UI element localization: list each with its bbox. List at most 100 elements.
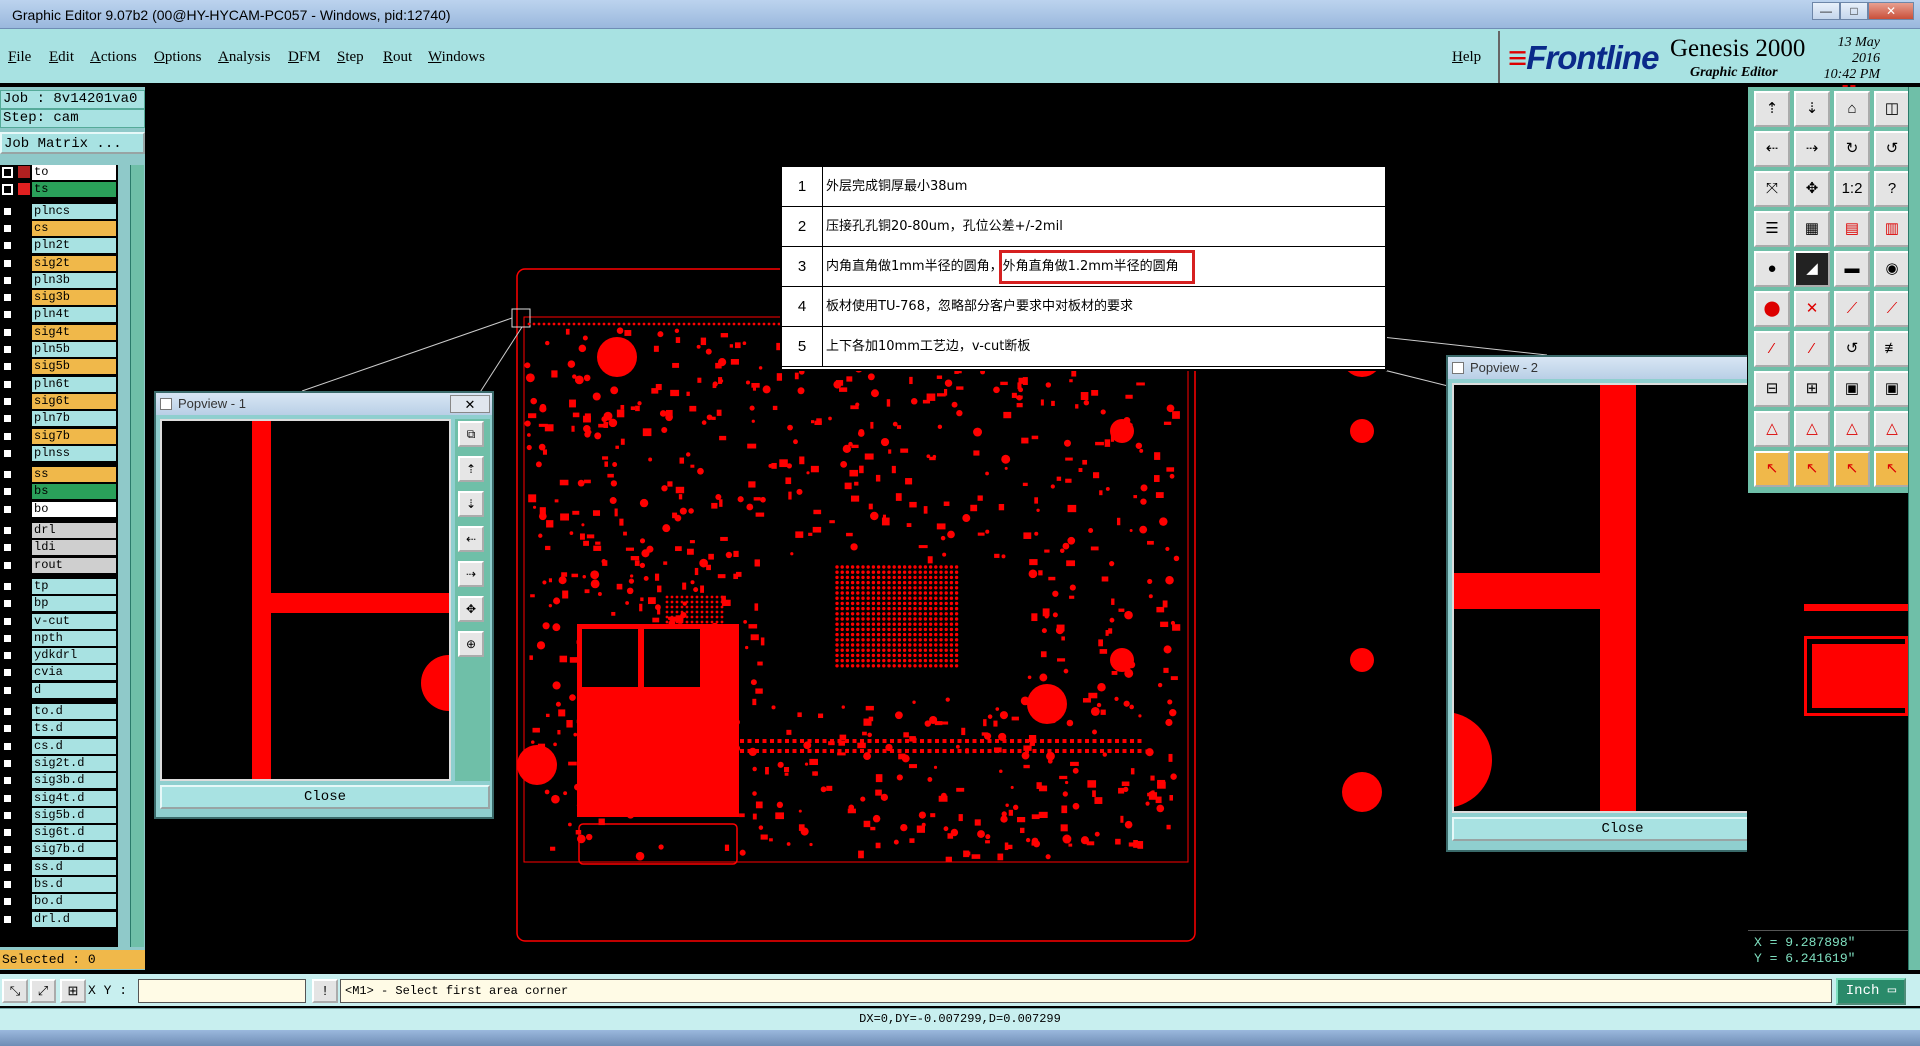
layer-checkbox[interactable] <box>2 827 13 839</box>
layer-name[interactable]: plnss <box>32 445 116 461</box>
graphic-canvas[interactable]: 1 外层完成铜厚最小38um 2 压接孔孔铜20-80um，孔位公差+/-2mi… <box>147 87 1747 970</box>
layer-checkbox[interactable] <box>2 757 13 769</box>
palette-tool-36-icon[interactable]: △ <box>1874 411 1910 447</box>
layer-checkbox[interactable] <box>2 486 13 498</box>
layer-row[interactable]: pln7b <box>0 411 118 427</box>
layer-row[interactable]: tp <box>0 578 118 594</box>
layer-checkbox[interactable] <box>2 844 13 856</box>
minimize-button[interactable]: — <box>1812 2 1840 20</box>
menu-dfm[interactable]: DFM <box>288 49 321 65</box>
layer-name[interactable]: sig5b.d <box>32 807 116 823</box>
layer-checkbox[interactable] <box>2 861 13 873</box>
menu-edit[interactable]: Edit <box>49 49 75 65</box>
layer-name[interactable]: plncs <box>32 203 116 219</box>
palette-tool-7-icon[interactable]: ↻ <box>1834 131 1870 167</box>
layer-name[interactable]: pln3b <box>32 272 116 288</box>
menu-windows[interactable]: Windows <box>428 49 485 65</box>
palette-tool-6-icon[interactable]: ⇢ <box>1794 131 1830 167</box>
palette-tool-28-icon[interactable]: ≢ <box>1874 331 1910 367</box>
layer-name[interactable]: sig3b.d <box>32 773 116 789</box>
layer-name[interactable]: sig2t <box>32 255 116 271</box>
palette-tool-12-icon[interactable]: ? <box>1874 171 1910 207</box>
popview-1-close-button[interactable]: Close <box>160 785 490 809</box>
palette-tool-1-icon[interactable]: ⇡ <box>1754 91 1790 127</box>
layer-checkbox[interactable] <box>2 809 13 821</box>
layer-row[interactable]: pln3b <box>0 272 118 288</box>
pcb-board-view[interactable] <box>147 87 1747 970</box>
layer-list-scrollbar[interactable] <box>130 165 144 947</box>
layer-row[interactable]: drl.d <box>0 911 118 927</box>
layer-row[interactable]: ss <box>0 467 118 483</box>
palette-tool-37-icon[interactable]: ↖ <box>1754 451 1790 487</box>
layer-checkbox[interactable] <box>2 184 13 196</box>
popview-tool-4[interactable]: ⇠ <box>458 526 484 552</box>
layer-row[interactable]: cvia <box>0 665 118 681</box>
layer-row[interactable]: pln6t <box>0 376 118 392</box>
layer-row[interactable]: bo <box>0 501 118 517</box>
palette-tool-31-icon[interactable]: ▣ <box>1834 371 1870 407</box>
layer-name[interactable]: pln7b <box>32 411 116 427</box>
palette-tool-24-icon[interactable]: ⟋ <box>1874 291 1910 327</box>
layer-checkbox[interactable] <box>2 580 13 592</box>
layer-row[interactable]: cs.d <box>0 738 118 754</box>
layer-row[interactable]: sig3b <box>0 290 118 306</box>
palette-tool-35-icon[interactable]: △ <box>1834 411 1870 447</box>
menu-actions[interactable]: Actions <box>90 49 137 65</box>
layer-checkbox[interactable] <box>2 775 13 787</box>
layer-checkbox[interactable] <box>2 615 13 627</box>
layer-row[interactable]: sig4t <box>0 324 118 340</box>
layer-checkbox[interactable] <box>2 879 13 890</box>
palette-tool-26-icon[interactable]: ⁄ <box>1794 331 1830 367</box>
palette-tool-11-icon[interactable]: 1:2 <box>1834 171 1870 207</box>
maximize-button[interactable]: □ <box>1840 2 1868 20</box>
layer-row[interactable]: sig6t.d <box>0 825 118 841</box>
right-scrollbar[interactable] <box>1908 87 1920 970</box>
palette-tool-9-icon[interactable]: ⤧ <box>1754 171 1790 207</box>
layer-name[interactable]: sig2t.d <box>32 755 116 771</box>
palette-tool-39-icon[interactable]: ↖ <box>1834 451 1870 487</box>
layer-checkbox[interactable] <box>2 740 13 752</box>
layer-name[interactable]: sig5b <box>32 359 116 375</box>
palette-tool-15-icon[interactable]: ▤ <box>1834 211 1870 247</box>
layer-name[interactable]: rout <box>32 557 116 573</box>
layer-checkbox[interactable] <box>2 167 13 178</box>
popview-2-titlebar[interactable]: Popview - 2 <box>1448 357 1747 379</box>
layer-row[interactable]: sig6t <box>0 393 118 409</box>
palette-tool-13-icon[interactable]: ☰ <box>1754 211 1790 247</box>
layer-name[interactable]: bo <box>32 501 116 517</box>
menu-help[interactable]: Help <box>1452 49 1482 65</box>
layer-name[interactable]: pln4t <box>32 307 116 323</box>
layer-checkbox[interactable] <box>2 413 13 425</box>
layer-checkbox[interactable] <box>2 447 13 459</box>
layer-row[interactable]: sig2t <box>0 255 118 271</box>
layer-row[interactable]: sig7b <box>0 428 118 444</box>
menu-file[interactable]: File <box>8 49 32 65</box>
palette-tool-40-icon[interactable]: ↖ <box>1874 451 1910 487</box>
xy-input[interactable] <box>138 979 306 1003</box>
layer-checkbox[interactable] <box>2 684 13 696</box>
palette-tool-20-icon[interactable]: ◉ <box>1874 251 1910 287</box>
palette-tool-33-icon[interactable]: △ <box>1754 411 1790 447</box>
layer-row[interactable]: sig5b <box>0 359 118 375</box>
layer-row[interactable]: plncs <box>0 203 118 219</box>
layer-checkbox[interactable] <box>2 559 13 571</box>
palette-tool-29-icon[interactable]: ⊟ <box>1754 371 1790 407</box>
layer-name[interactable]: ss <box>32 467 116 483</box>
layer-name[interactable]: bs.d <box>32 877 116 892</box>
layer-row[interactable]: v-cut <box>0 613 118 629</box>
palette-tool-22-icon[interactable]: ✕ <box>1794 291 1830 327</box>
layer-row[interactable]: cs <box>0 220 118 236</box>
layer-checkbox[interactable] <box>2 632 13 644</box>
menu-analysis[interactable]: Analysis <box>218 49 271 65</box>
layer-checkbox[interactable] <box>2 598 13 610</box>
layer-row[interactable]: rout <box>0 557 118 573</box>
popview-1-window[interactable]: Popview - 1 ✕ ⧉ ⇡ ⇣ ⇠ ⇢ ✥ ⊕ Close <box>154 391 494 819</box>
layer-checkbox[interactable] <box>2 913 13 925</box>
palette-tool-34-icon[interactable]: △ <box>1794 411 1830 447</box>
layer-name[interactable]: pln2t <box>32 238 116 254</box>
layer-checkbox[interactable] <box>2 706 13 717</box>
layer-name[interactable]: sig3b <box>32 290 116 306</box>
palette-tool-27-icon[interactable]: ↺ <box>1834 331 1870 367</box>
measure-icon[interactable]: ⤢ <box>30 979 56 1003</box>
layer-row[interactable]: to.d <box>0 704 118 719</box>
